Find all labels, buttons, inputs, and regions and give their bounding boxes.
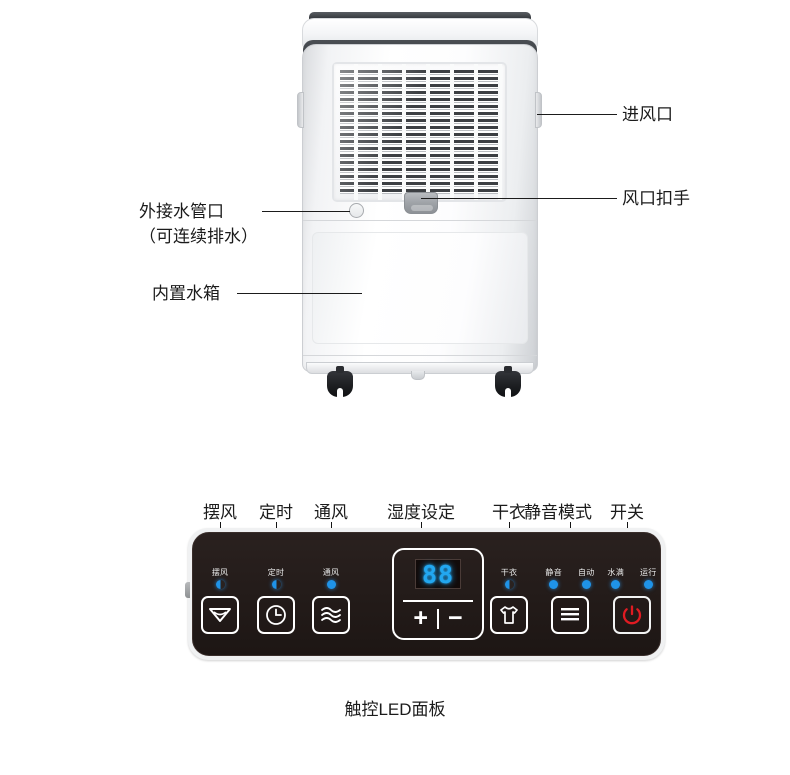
callout-label-air-inlet: 进风口 xyxy=(622,105,673,124)
callout-label-vent-handle: 风口扣手 xyxy=(622,189,690,208)
indicator-label-quiet: 静音 xyxy=(545,568,562,577)
indicator-running: 运行 xyxy=(640,568,657,589)
indicator-row-power: 水满 运行 xyxy=(604,568,660,589)
indicator-dot-dry xyxy=(504,580,514,589)
side-handle-right xyxy=(535,92,542,128)
indicator-dot-timer xyxy=(271,580,281,589)
callout-label-water-tank: 内置水箱 xyxy=(152,284,220,303)
side-handle-left xyxy=(297,92,304,128)
timer-button[interactable] xyxy=(257,596,295,634)
grille-columns xyxy=(334,64,505,200)
indicator-label-fan: 通风 xyxy=(322,568,340,577)
led-display-window: 88 xyxy=(415,559,461,589)
top-lid-bar xyxy=(309,12,531,21)
drain-port-hole xyxy=(349,203,364,218)
indicator-auto: 自动 xyxy=(578,568,595,589)
panel-callout-dry: 干衣 xyxy=(492,503,526,522)
indicator-dot-full-water xyxy=(611,580,621,589)
swing-button[interactable] xyxy=(201,596,239,634)
indicator-full-water: 水满 xyxy=(607,568,624,589)
indicator-label-dry: 干衣 xyxy=(500,568,518,577)
panel-side-nub xyxy=(185,582,190,598)
button-group-timer: 定时 xyxy=(248,568,304,634)
water-tank-face xyxy=(312,232,528,344)
humidity-separator xyxy=(437,608,439,629)
air-inlet-grille xyxy=(332,62,507,202)
center-foot xyxy=(411,371,425,380)
callout-line-vent-handle xyxy=(421,198,617,199)
caster-wheel-left xyxy=(327,366,353,397)
drain-port-line2: （可连续排水） xyxy=(139,227,258,246)
callout-line-water-tank xyxy=(237,293,362,294)
swing-icon xyxy=(209,608,231,622)
body-seam-upper xyxy=(303,220,537,221)
humidity-plus-button[interactable]: + xyxy=(413,604,428,632)
button-group-quiet: 静音 自动 xyxy=(542,568,598,634)
indicator-label-running: 运行 xyxy=(640,568,657,577)
panel-callout-fan: 通风 xyxy=(314,503,348,522)
callout-label-drain-port: 外接水管口 （可连续排水） xyxy=(139,199,258,249)
indicator-row-quiet: 静音 自动 xyxy=(542,568,598,589)
power-button[interactable] xyxy=(613,596,651,634)
indicator-dot-running xyxy=(643,580,653,589)
indicator-dot-auto xyxy=(581,580,591,589)
panel-callout-humidity: 湿度设定 xyxy=(387,503,455,522)
control-panel-section: 摆风 定时 通风 湿度设定 干衣 静音模式 开关 摆风 xyxy=(0,430,790,775)
button-group-fan: 通风 xyxy=(303,568,359,634)
indicator-label-swing: 摆风 xyxy=(211,568,229,577)
panel-callout-timer: 定时 xyxy=(259,503,293,522)
humidity-adjust-row: + − xyxy=(394,606,482,631)
callout-line-drain-port xyxy=(262,211,350,212)
humidity-divider xyxy=(403,600,473,602)
callout-line-air-inlet xyxy=(537,114,617,115)
humidity-setting-module: 88 + − xyxy=(392,548,484,640)
dehumidifier-illustration: 进风口 风口扣手 外接水管口 （可连续排水） 内置水箱 xyxy=(139,12,690,397)
panel-callout-quiet: 静音模式 xyxy=(524,503,592,522)
panel-callout-swing: 摆风 xyxy=(203,503,237,522)
clock-icon xyxy=(266,605,286,625)
button-group-power: 水满 运行 xyxy=(604,568,660,634)
drain-port-line1: 外接水管口 xyxy=(139,202,224,221)
vent-handle-tab xyxy=(404,192,438,214)
lines-icon xyxy=(561,608,579,621)
tshirt-icon xyxy=(500,606,518,624)
quiet-mode-button[interactable] xyxy=(551,596,589,634)
panel-surface xyxy=(192,532,661,656)
dry-clothes-button[interactable] xyxy=(490,596,528,634)
indicator-label-timer: 定时 xyxy=(267,568,285,577)
body-seam-lower xyxy=(303,355,537,356)
panel-caption: 触控LED面板 xyxy=(344,700,446,719)
indicator-quiet: 静音 xyxy=(545,568,562,589)
indicator-dot-fan xyxy=(326,580,336,589)
indicator-label-full-water: 水满 xyxy=(607,568,624,577)
fan-button[interactable] xyxy=(312,596,350,634)
humidity-minus-button[interactable]: − xyxy=(448,604,463,632)
indicator-label-auto: 自动 xyxy=(578,568,595,577)
button-group-swing: 摆风 xyxy=(192,568,248,634)
indicator-dot-quiet xyxy=(549,580,559,589)
caster-wheel-right xyxy=(495,366,521,397)
button-group-dry: 干衣 xyxy=(481,568,537,634)
panel-callout-power: 开关 xyxy=(610,503,644,522)
wave-icon xyxy=(321,607,341,623)
led-display-value: 88 xyxy=(421,559,455,589)
power-icon xyxy=(622,605,642,625)
indicator-dot-swing xyxy=(215,580,225,589)
